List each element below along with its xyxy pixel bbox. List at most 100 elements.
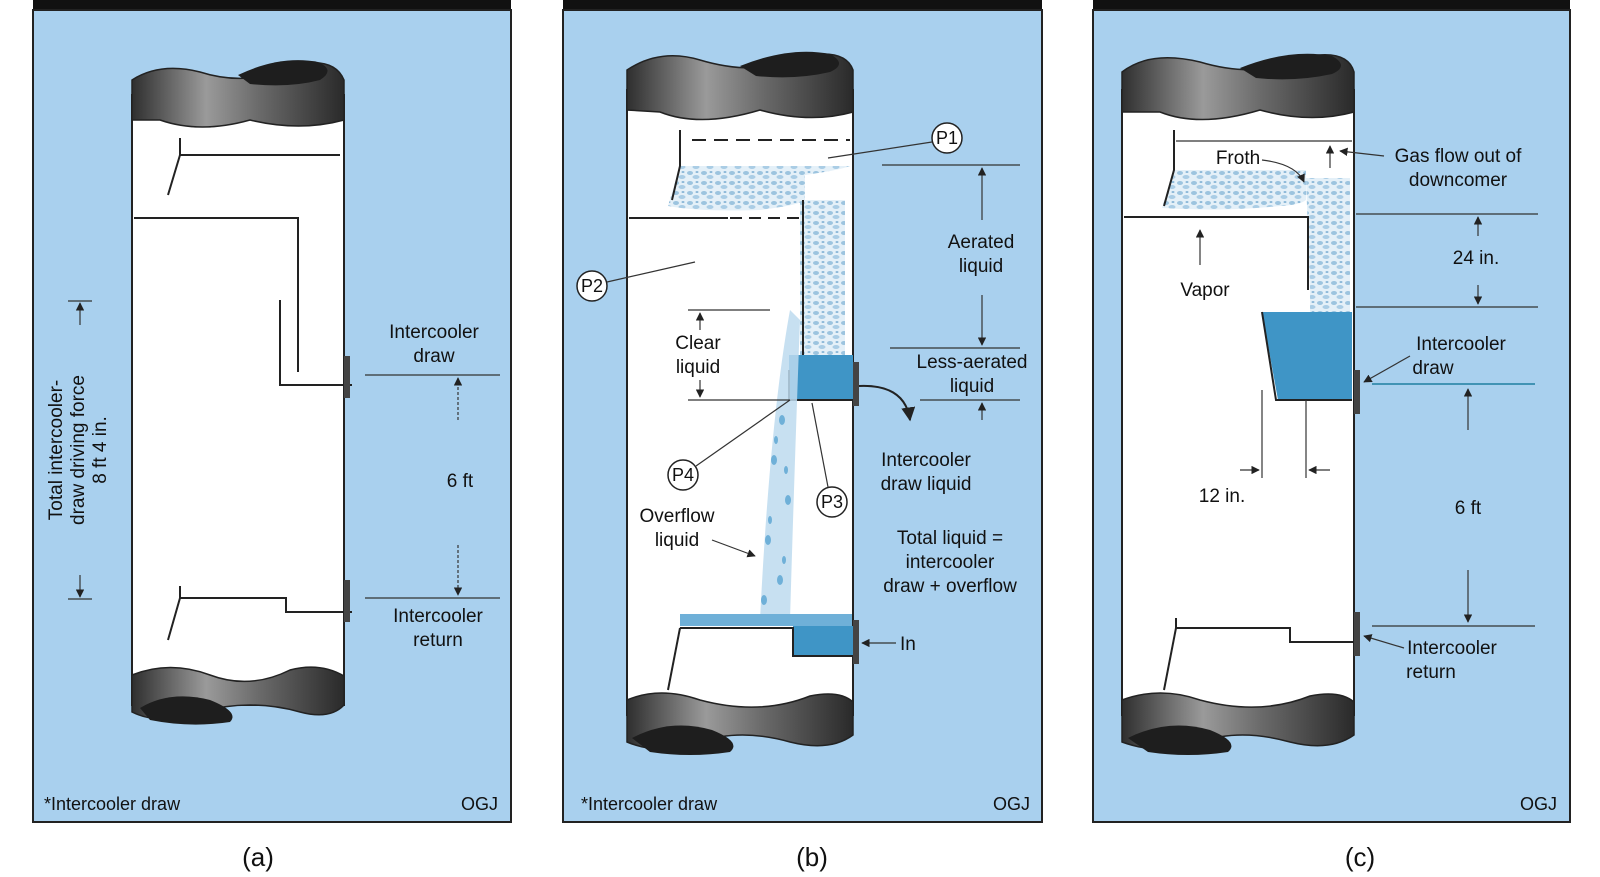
tray-2 — [134, 217, 299, 372]
return-nozzle-flange — [344, 580, 350, 622]
p2-marker — [576, 270, 608, 302]
lower-downcomer — [667, 627, 681, 691]
total-label-line-3: draw + overflow — [883, 576, 1017, 597]
lower-tray-liquid — [680, 614, 852, 626]
overflow-label-line-2: liquid — [655, 530, 699, 551]
chimney-tray — [1124, 216, 1309, 290]
six-ft-label: 6 ft — [447, 471, 474, 492]
total-label-line-2: intercooler — [906, 552, 995, 573]
p4-marker — [667, 459, 699, 491]
top-pipe-opening — [1240, 53, 1341, 80]
panel-b: In P1 P2 P4 P3 Aerated liquid Less-aerat… — [562, 0, 1043, 872]
draw-sump-liquid — [1262, 312, 1352, 400]
lower-tray — [1175, 618, 1354, 643]
upper-tray-froth — [1162, 170, 1306, 210]
caption: (b) — [796, 842, 828, 872]
p3-marker — [816, 486, 848, 518]
bottom-pipe-opening — [140, 696, 233, 725]
return-label-line-1: Intercooler — [393, 606, 483, 627]
p3-label: P3 — [821, 492, 843, 512]
caption: (c) — [1345, 842, 1375, 872]
clear-label-line-1: Clear — [675, 333, 721, 354]
panel-c-topbar — [1093, 0, 1570, 10]
aerated-label-line-1: Aerated — [948, 232, 1015, 253]
p1-marker — [931, 122, 963, 154]
return-nozzle-flange — [1354, 612, 1360, 656]
draw-nozzle-flange — [853, 362, 859, 406]
p2-leader — [606, 261, 696, 283]
vapor-label: Vapor — [1180, 280, 1230, 301]
lower-tray — [680, 627, 853, 657]
gas-label-line-2: downcomer — [1409, 170, 1508, 191]
overflow-droplets — [761, 415, 791, 605]
six-ft-label: 6 ft — [1455, 498, 1482, 519]
panel-a: Total intercooler- draw driving force 8 … — [32, 0, 512, 872]
draw-label-line-1: Intercooler — [389, 322, 479, 343]
draw-liquid-arrow — [858, 384, 916, 422]
dim-12-label: 12 in. — [1199, 486, 1245, 507]
driving-force-label: Total intercooler- draw driving force 8 … — [46, 375, 111, 525]
draw-liquid-label-line-1: Intercooler — [881, 450, 971, 471]
panel-a-topbar — [33, 0, 511, 10]
footnote: *Intercooler draw — [581, 794, 718, 814]
aerated-label-line-2: liquid — [959, 256, 1003, 277]
draw-nozzle-flange — [1354, 370, 1360, 414]
downcomer-froth — [800, 200, 845, 372]
overflow-leader — [711, 539, 756, 558]
upper-tray-froth — [668, 166, 850, 211]
return-nozzle-flange — [853, 620, 859, 664]
credit: OGJ — [993, 794, 1030, 814]
upper-weir — [671, 130, 681, 201]
less-aerated-label-line-2: liquid — [950, 376, 994, 397]
p1-label: P1 — [936, 128, 958, 148]
p4-leader — [695, 399, 791, 467]
upper-weir — [1163, 130, 1175, 207]
panel-b-topbar — [563, 0, 1042, 10]
gas-label-line-1: Gas flow out of — [1395, 146, 1522, 167]
p3-leader — [811, 402, 829, 488]
draw-leader — [1363, 355, 1411, 383]
overflow-label-line-1: Overflow — [640, 506, 715, 527]
credit: OGJ — [1520, 794, 1557, 814]
driving-force-line-1: Total intercooler- — [46, 380, 67, 520]
panel-c: Froth Gas flow out of downcomer Vapor 24… — [1092, 0, 1571, 872]
lower-downcomer — [1163, 627, 1177, 691]
draw-liquid-label-line-2: draw liquid — [881, 474, 972, 495]
clear-label-line-2: liquid — [676, 357, 720, 378]
credit: OGJ — [461, 794, 498, 814]
draw-label-line-2: draw — [1412, 358, 1453, 379]
return-leader — [1363, 634, 1405, 649]
less-aerated-label-line-1: Less-aerated — [917, 352, 1028, 373]
draw-nozzle-flange — [344, 356, 350, 398]
return-label-line-1: Intercooler — [1407, 638, 1497, 659]
return-label-line-2: return — [413, 630, 463, 651]
draw-label-line-1: Intercooler — [1416, 334, 1506, 355]
footnote: *Intercooler draw — [44, 794, 181, 814]
downcomer-1 — [167, 154, 181, 196]
total-label-line-1: Total liquid = — [897, 528, 1003, 549]
return-downcomer — [167, 597, 181, 641]
bottom-pipe-opening — [1128, 725, 1232, 755]
draw-label-line-2: draw — [413, 346, 454, 367]
p2-label: P2 — [581, 276, 603, 296]
driving-force-line-2: draw driving force — [68, 375, 89, 525]
downcomer-froth — [1306, 178, 1350, 318]
p4-label: P4 — [672, 465, 694, 485]
caption: (a) — [242, 842, 274, 872]
driving-force-line-3: 8 ft 4 in. — [90, 416, 111, 484]
froth-label: Froth — [1216, 148, 1260, 169]
bottom-pipe-opening — [632, 725, 734, 755]
top-pipe-opening — [238, 60, 328, 86]
return-tray — [179, 586, 352, 613]
return-label-line-2: return — [1406, 662, 1456, 683]
froth-leader — [1261, 159, 1305, 183]
in-label: In — [900, 634, 916, 655]
top-pipe-opening — [740, 51, 839, 78]
column-shell — [131, 94, 345, 706]
dim-24-label: 24 in. — [1453, 248, 1499, 269]
draw-sump-liquid — [789, 355, 853, 401]
draw-sump — [279, 300, 352, 386]
gas-flow-leader — [1339, 147, 1385, 157]
p1-leader — [827, 141, 933, 159]
